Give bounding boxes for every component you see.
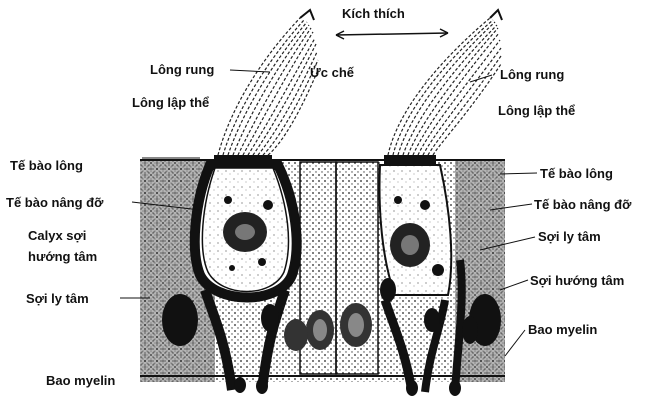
- right-myelin-label: Bao myelin: [528, 322, 597, 337]
- right-hair-bundle: [388, 18, 501, 155]
- left-calyx-label-line1: Calyx sợi: [28, 228, 86, 243]
- left-supporting-cell-label: Tế bào nâng đỡ: [6, 195, 104, 210]
- left-hair-bundle-label: Lông rung: [150, 62, 214, 77]
- right-kinocilium-tip: [490, 10, 502, 20]
- left-hair-cell-label: Tế bào lông: [10, 158, 83, 173]
- right-efferent-fiber-label: Sợi ly tâm: [538, 229, 601, 244]
- left-stereocilia-label: Lông lập thể: [132, 95, 209, 110]
- right-stereocilia-label: Lông lập thể: [498, 103, 575, 118]
- stimulus-arrow: [336, 29, 448, 39]
- left-hair-bundle: [218, 18, 318, 155]
- inhibition-label: Ức chế: [310, 65, 355, 80]
- left-myelin-label: Bao myelin: [46, 373, 115, 388]
- right-supporting-cell-label: Tế bào nâng đỡ: [534, 197, 632, 212]
- right-hair-cell-label: Tế bào lông: [540, 166, 613, 181]
- left-kinocilium-tip: [300, 10, 314, 20]
- right-afferent-fiber-label: Sợi hướng tâm: [530, 273, 624, 288]
- stimulus-label: Kích thích: [342, 6, 405, 21]
- left-calyx-label-line2: hướng tâm: [28, 249, 97, 264]
- right-hair-bundle-label: Lông rung: [500, 67, 564, 82]
- left-efferent-fiber-label: Sợi ly tâm: [26, 291, 89, 306]
